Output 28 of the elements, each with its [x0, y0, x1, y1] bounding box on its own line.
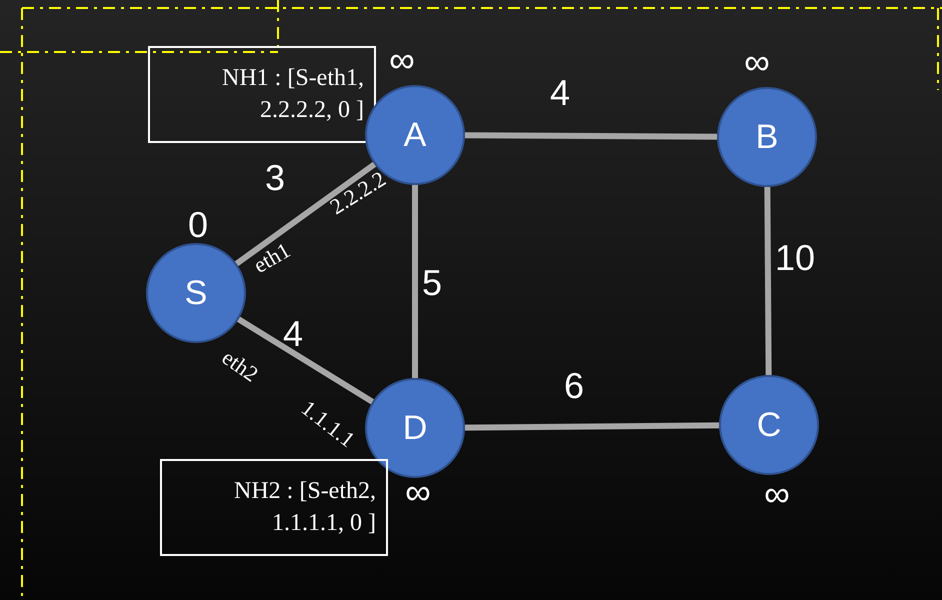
link-line: [412, 185, 418, 378]
interface-label: eth2: [217, 344, 263, 388]
edge-weight-label: 10: [774, 237, 816, 279]
link-line: [234, 162, 376, 266]
link-line: [236, 316, 374, 404]
node-label: B: [756, 118, 778, 156]
distance-label: ∞: [389, 39, 415, 81]
next-hop-box: [160, 459, 388, 556]
next-hop-text: NH2 : [S-eth2, 1.1.1.1, 0 ]: [233, 477, 376, 538]
edge-weight-label: 4: [282, 313, 304, 355]
node-label: A: [404, 116, 426, 154]
link-line: [464, 132, 718, 140]
node-label: C: [756, 406, 782, 444]
interface-label: eth1: [249, 237, 295, 279]
edge-weight-label: 5: [422, 262, 442, 304]
distance-label: ∞: [405, 471, 431, 513]
link-line: [464, 422, 720, 431]
edge-weight-label: 6: [564, 365, 584, 407]
edge-weight-label: 4: [550, 72, 570, 114]
edge-weight-label: 3: [264, 157, 286, 199]
node-label: S: [184, 274, 208, 312]
next-hop-box: [148, 46, 376, 143]
node-label: D: [402, 408, 428, 448]
distance-label: ∞: [744, 41, 770, 83]
next-hop-text: NH1 : [S-eth1, 2.2.2.2, 0 ]: [221, 64, 364, 124]
link-line: [764, 186, 772, 376]
distance-label: 0: [188, 204, 208, 246]
distance-label: ∞: [764, 473, 790, 515]
